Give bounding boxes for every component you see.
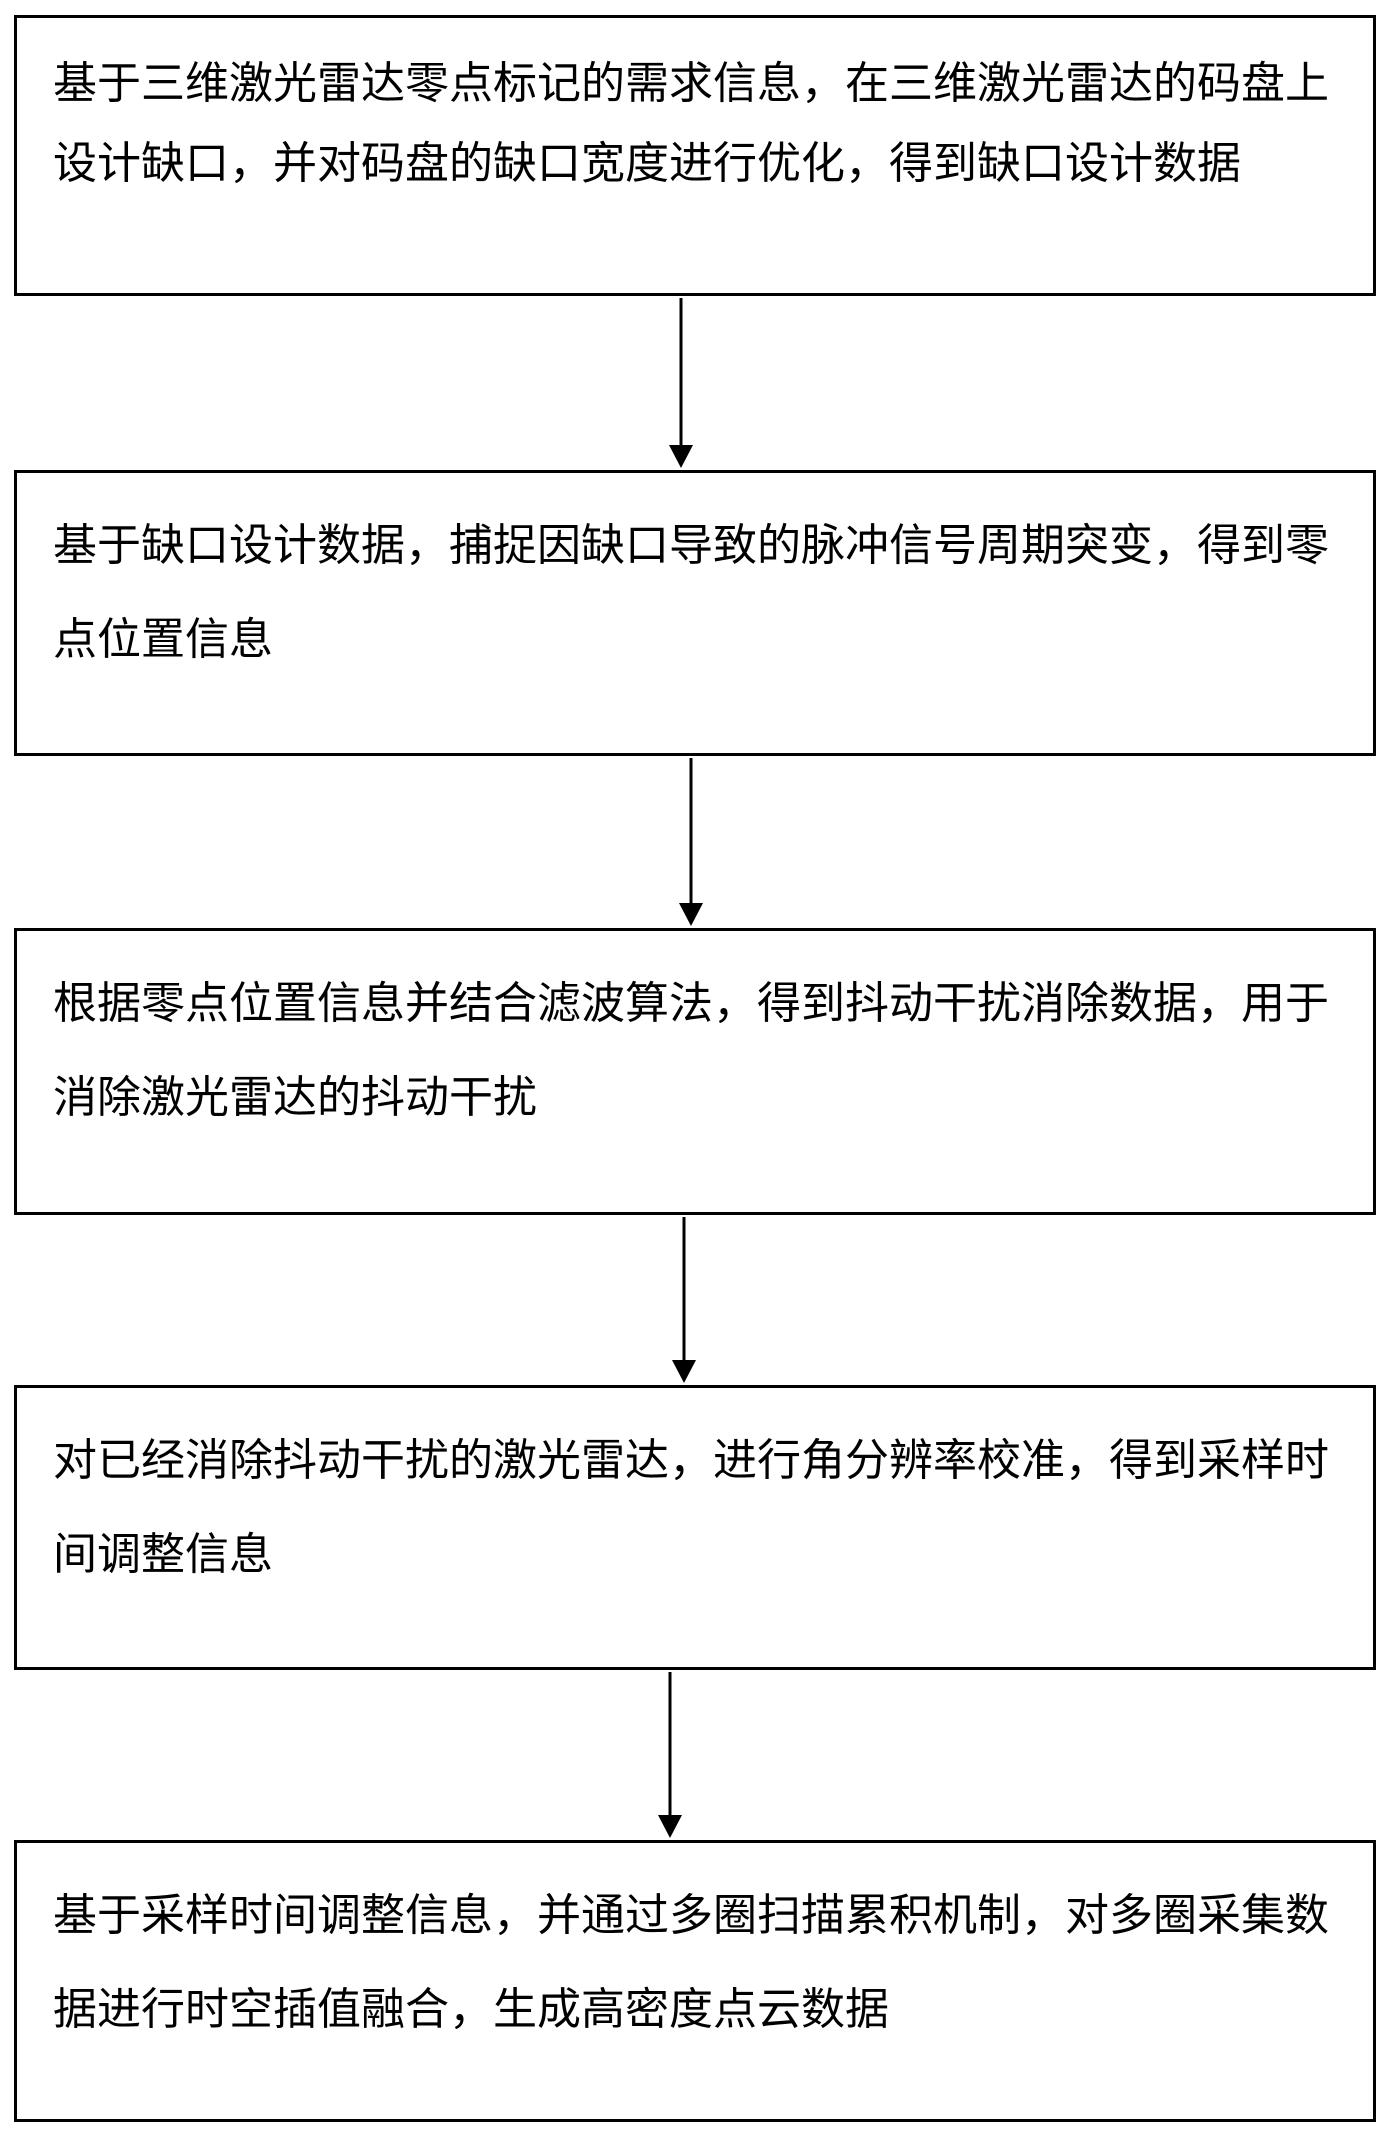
arrow-4-to-5 <box>658 1672 682 1838</box>
step-text-1: 基于三维激光雷达零点标记的需求信息，在三维激光雷达的码盘上设计缺口，并对码盘的缺… <box>53 58 1329 189</box>
step-text-3: 根据零点位置信息并结合滤波算法，得到抖动干扰消除数据，用于消除激光雷达的抖动干扰 <box>53 978 1329 1123</box>
arrow-head <box>679 903 703 926</box>
step-text-5: 基于采样时间调整信息，并通过多圈扫描累积机制，对多圈采集数据进行时空插值融合，生… <box>53 1890 1329 2035</box>
step-text-4: 对已经消除抖动干扰的激光雷达，进行角分辨率校准，得到采样时间调整信息 <box>53 1435 1329 1580</box>
step-box-2: 基于缺口设计数据，捕捉因缺口导致的脉冲信号周期突变，得到零点位置信息 <box>14 470 1376 756</box>
step-box-1: 基于三维激光雷达零点标记的需求信息，在三维激光雷达的码盘上设计缺口，并对码盘的缺… <box>14 15 1376 296</box>
arrow-head <box>658 1815 682 1838</box>
step-box-5: 基于采样时间调整信息，并通过多圈扫描累积机制，对多圈采集数据进行时空插值融合，生… <box>14 1840 1376 2122</box>
step-text-2: 基于缺口设计数据，捕捉因缺口导致的脉冲信号周期突变，得到零点位置信息 <box>53 520 1329 665</box>
arrow-3-to-4 <box>672 1217 696 1383</box>
step-box-3: 根据零点位置信息并结合滤波算法，得到抖动干扰消除数据，用于消除激光雷达的抖动干扰 <box>14 928 1376 1215</box>
arrow-head <box>672 1360 696 1383</box>
arrow-head <box>669 445 693 468</box>
arrow-1-to-2 <box>669 298 693 468</box>
step-box-4: 对已经消除抖动干扰的激光雷达，进行角分辨率校准，得到采样时间调整信息 <box>14 1385 1376 1670</box>
arrow-2-to-3 <box>679 758 703 926</box>
